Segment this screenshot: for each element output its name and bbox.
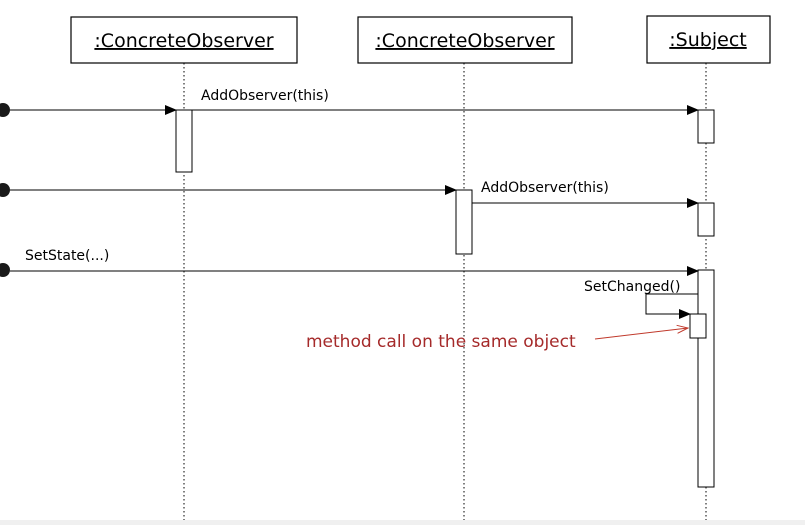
activation-bar-subject-1: [697, 109, 715, 144]
object-concrete-observer-2: :ConcreteObserver: [357, 16, 573, 64]
found-message-start-dot: [0, 103, 10, 117]
found-message-start-dot: [0, 263, 10, 277]
activation-bar-observer-1: [175, 109, 193, 173]
activation-bar-subject-3: [697, 269, 715, 488]
found-message-start-dot: [0, 183, 10, 197]
object-concrete-observer-1: :ConcreteObserver: [70, 16, 298, 64]
object-label: :ConcreteObserver: [375, 30, 554, 52]
self-call-arrow-setchanged: [645, 293, 698, 319]
message-label-add-observer-2: AddObserver(this): [481, 180, 609, 196]
bottom-strip: [0, 520, 805, 525]
object-label: :ConcreteObserver: [94, 30, 273, 52]
activation-bar-subject-2: [697, 202, 715, 237]
object-label: :Subject: [669, 29, 746, 51]
object-subject: :Subject: [646, 15, 771, 64]
message-label-setchanged: SetChanged(): [584, 279, 680, 295]
message-label-setstate: SetState(...): [25, 248, 109, 264]
annotation-arrow: [594, 328, 688, 340]
activation-bar-observer-2: [455, 189, 473, 255]
message-label-add-observer-1: AddObserver(this): [201, 88, 329, 104]
annotation-text: method call on the same object: [306, 332, 576, 352]
activation-bar-subject-nested: [689, 313, 707, 339]
